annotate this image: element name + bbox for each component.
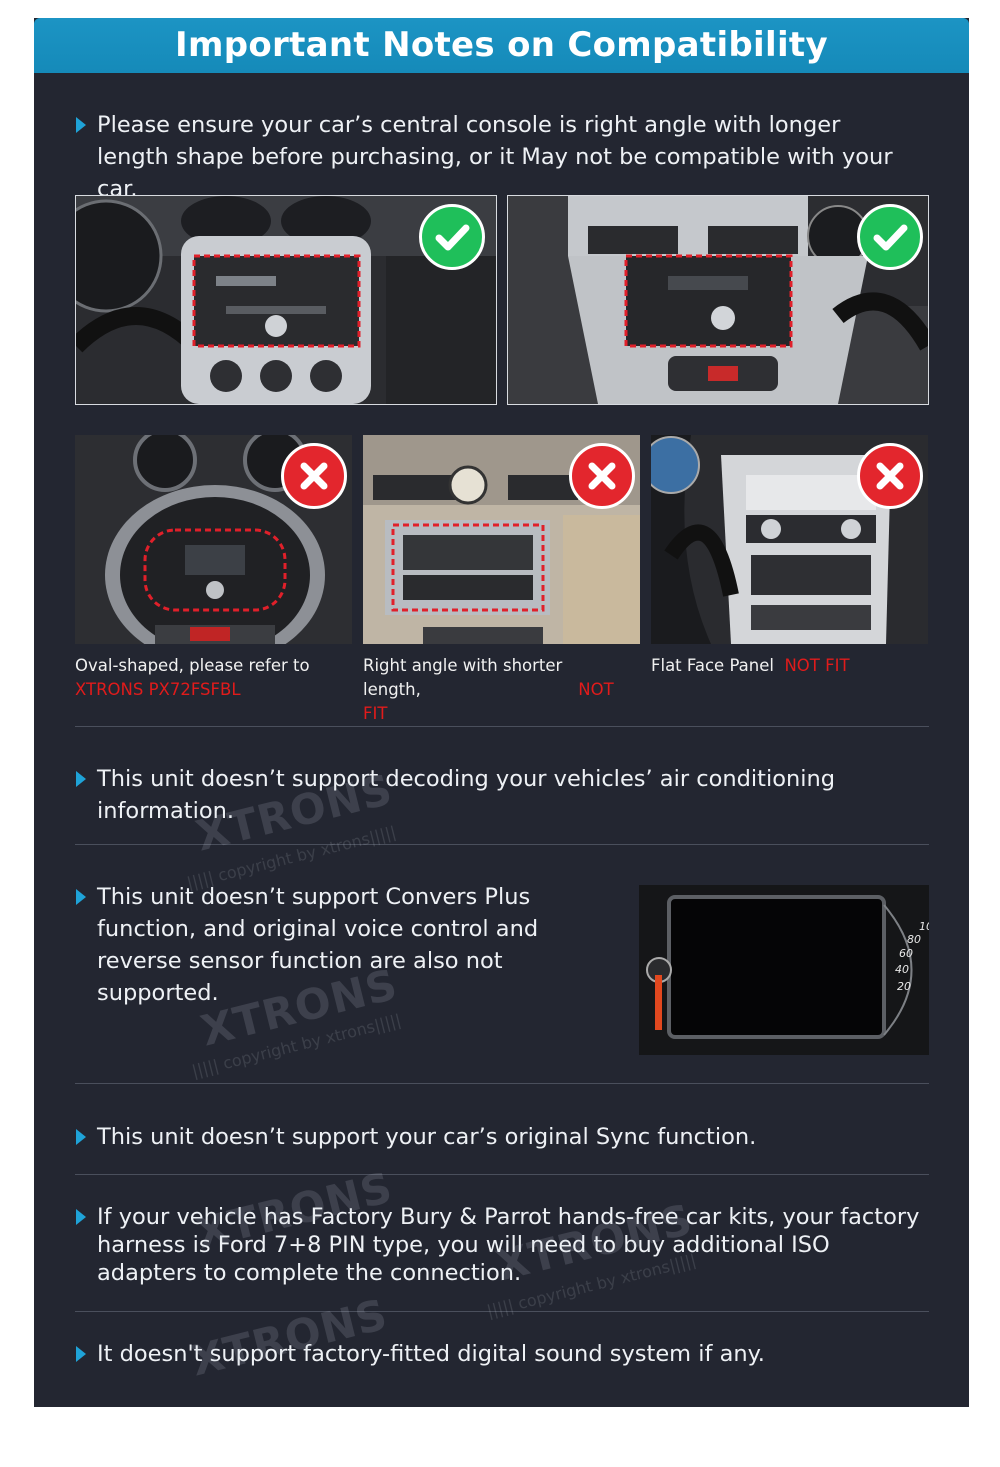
bullet-arrow-icon [76,1129,86,1145]
divider [75,1311,929,1312]
speedo-mark: 80 [907,933,921,946]
watermark-logo: XTRONS [186,1289,393,1386]
note-text: If your vehicle has Factory Bury & Parro… [97,1204,920,1286]
speedo-mark: 60 [899,947,913,960]
note-text: This unit doesn’t support decoding your … [97,766,836,824]
caption-text: Flat Face Panel [651,656,774,675]
note-sound-system: It doesn't support factory-fitted digita… [76,1338,876,1370]
cross-icon [300,462,328,490]
note-bury-parrot: If your vehicle has Factory Bury & Parro… [76,1203,936,1287]
caption-flat: Flat Face Panel NOT FIT [651,654,928,678]
divider [75,1174,929,1175]
photo-compatible-console-2 [507,195,929,405]
speedo-mark: 10 [919,920,929,933]
note-aircon: This unit doesn’t support decoding your … [76,763,876,827]
not-fit-badge [857,443,923,509]
cross-icon [876,462,904,490]
not-fit-badge [281,443,347,509]
not-fit-badge [569,443,635,509]
divider [75,844,929,845]
caption-oval: Oval-shaped, please refer to XTRONS PX72… [75,654,352,702]
caption-short: Right angle with shorter length, NOT FIT [363,654,640,726]
note-sync: This unit doesn’t support your car’s ori… [76,1121,876,1153]
checkmark-icon [435,224,470,251]
caption-not-fit: NOT FIT [784,656,850,675]
note-console-shape: Please ensure your car’s central console… [76,109,916,202]
note-text: It doesn't support factory-fitted digita… [97,1341,765,1367]
caption-text: Oval-shaped, please refer to [75,656,310,675]
cross-icon [588,462,616,490]
bullet-arrow-icon [76,889,86,905]
note-text: This unit doesn’t support Convers Plus f… [97,884,539,1006]
photo-flat-face-console [651,435,928,644]
photo-short-console [363,435,640,644]
divider [75,726,929,727]
compatible-badge [419,204,485,270]
checkmark-icon [873,224,908,251]
caption-model-link: XTRONS PX72FSFBL [75,680,241,699]
compatibility-panel: Important Notes on Compatibility Please … [34,18,969,1407]
note-text: This unit doesn’t support your car’s ori… [97,1124,757,1150]
bullet-arrow-icon [76,1209,86,1225]
speedo-mark: 40 [895,963,909,976]
caption-text: Right angle with shorter length, [363,656,563,699]
note-convers-plus: This unit doesn’t support Convers Plus f… [76,881,546,1009]
caption-not-fit: NOT FIT [363,680,614,723]
photo-instrument-display: 10 80 60 40 20 [639,885,929,1055]
note-text: Please ensure your car’s central console… [97,112,893,202]
divider [75,1083,929,1084]
photo-oval-console [75,435,352,644]
photo-compatible-console-1 [75,195,497,405]
bullet-arrow-icon [76,771,86,787]
bullet-arrow-icon [76,1346,86,1362]
page-title: Important Notes on Compatibility [34,18,969,73]
speedo-mark: 20 [897,980,911,993]
bullet-arrow-icon [76,117,86,133]
compatible-badge [857,204,923,270]
